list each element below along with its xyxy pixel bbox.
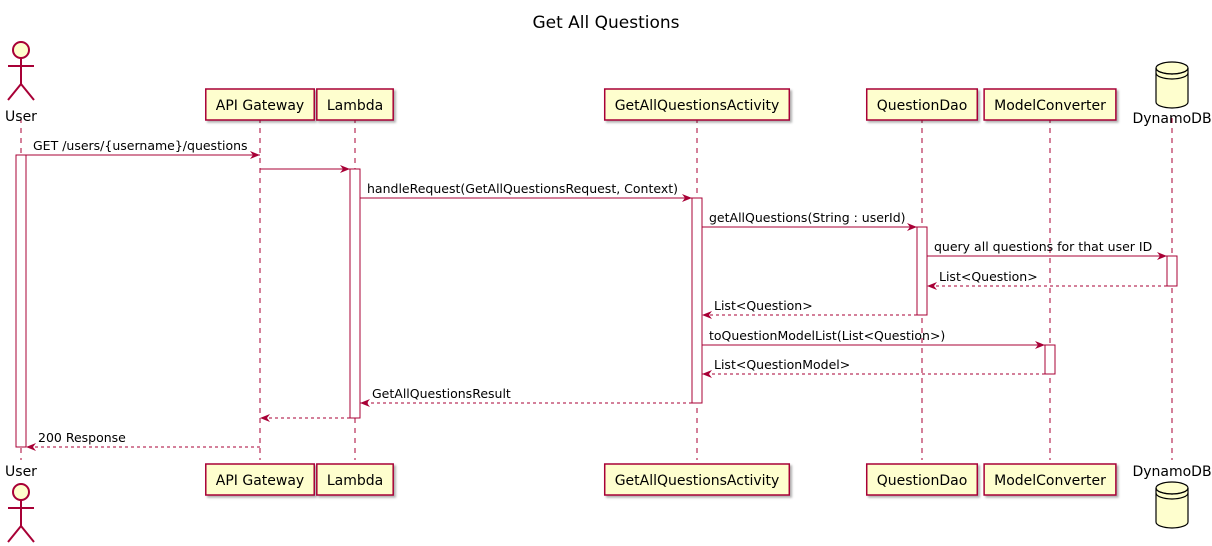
participant-label-converter-top: ModelConverter <box>994 98 1106 114</box>
message-label-1: GET /users/{username}/questions <box>33 138 248 153</box>
message-label-6: List<Question> <box>939 269 1038 284</box>
participant-box-lambda-bottom <box>316 463 394 496</box>
message-label-9: List<QuestionModel> <box>714 357 850 372</box>
activation-bar-converter <box>1044 344 1056 375</box>
participant-box-apigw-top <box>205 88 315 121</box>
participant-box-activity-bottom <box>603 463 791 496</box>
message-label-7: List<Question> <box>714 298 813 313</box>
participant-label-dao-top: QuestionDao <box>877 98 968 114</box>
database-label-bottom: DynamoDB <box>1132 464 1211 480</box>
activation-bar-activity <box>691 197 703 404</box>
message-label-8: toQuestionModelList(List<Question>) <box>709 328 945 343</box>
activation-bar-dao <box>916 226 928 316</box>
actor-figure-top <box>7 41 35 101</box>
database-icon-top <box>1155 61 1189 109</box>
participant-label-apigw-top: API Gateway <box>216 98 304 114</box>
participant-box-apigw-bottom <box>205 463 315 496</box>
participant-label-activity-top: GetAllQuestionsActivity <box>615 98 780 114</box>
participant-label-apigw-bottom: API Gateway <box>216 473 304 489</box>
participant-box-activity-top <box>603 88 791 121</box>
activation-bar-lambda <box>349 168 361 419</box>
participant-box-lambda-top <box>316 88 394 121</box>
actor-label-top: User <box>5 109 37 125</box>
activation-bar-dynamo <box>1166 255 1178 287</box>
activation-bar-user <box>15 154 27 448</box>
message-label-5: query all questions for that user ID <box>934 239 1152 254</box>
message-label-12: 200 Response <box>38 430 126 445</box>
database-icon-bottom <box>1155 481 1189 529</box>
diagram-title: Get All Questions <box>532 13 679 33</box>
participant-label-lambda-top: Lambda <box>327 98 383 114</box>
participant-box-converter-top <box>983 88 1117 121</box>
actor-label-bottom: User <box>5 464 37 480</box>
database-label-top: DynamoDB <box>1132 111 1211 127</box>
participant-box-converter-bottom <box>983 463 1117 496</box>
participant-label-converter-bottom: ModelConverter <box>994 473 1106 489</box>
message-label-10: GetAllQuestionsResult <box>372 386 511 401</box>
message-label-3: handleRequest(GetAllQuestionsRequest, Co… <box>367 181 678 196</box>
participant-label-activity-bottom: GetAllQuestionsActivity <box>615 473 780 489</box>
message-label-4: getAllQuestions(String : userId) <box>709 210 906 225</box>
participant-label-dao-bottom: QuestionDao <box>877 473 968 489</box>
participant-label-lambda-bottom: Lambda <box>327 473 383 489</box>
participant-box-dao-bottom <box>865 463 979 496</box>
participant-box-dao-top <box>865 88 979 121</box>
actor-figure-bottom <box>7 483 35 543</box>
